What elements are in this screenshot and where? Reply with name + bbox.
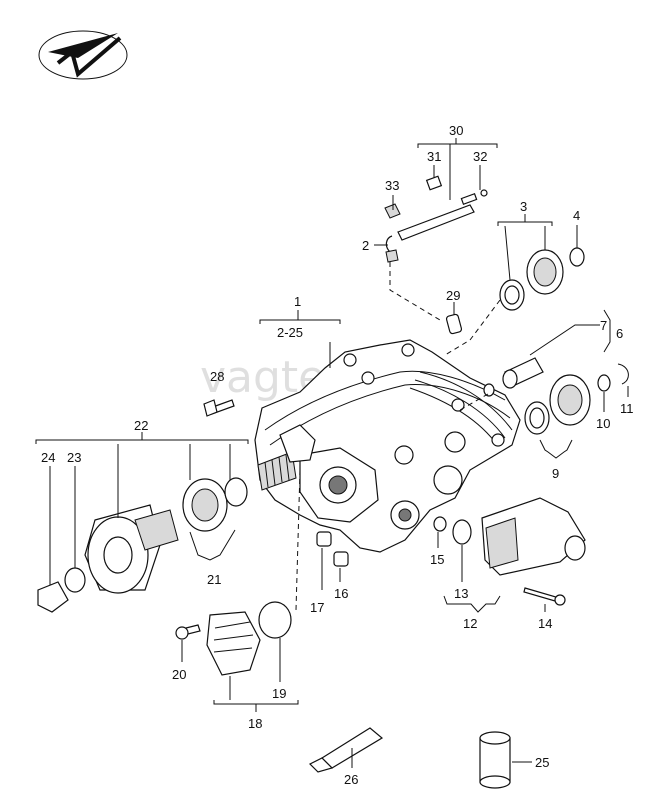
callout-25: 25 bbox=[535, 755, 549, 770]
pin-29 bbox=[445, 313, 463, 335]
callout-28: 28 bbox=[210, 369, 224, 384]
breather-assembly bbox=[384, 175, 488, 263]
oil-can-25 bbox=[479, 731, 511, 789]
callout-33: 33 bbox=[385, 178, 399, 193]
callout-24: 24 bbox=[41, 450, 55, 465]
callout-7: 7 bbox=[600, 318, 607, 333]
leader-lines bbox=[35, 138, 629, 768]
plugs bbox=[316, 531, 349, 567]
callout-19: 19 bbox=[272, 686, 286, 701]
callout-17: 17 bbox=[310, 600, 324, 615]
bolt-28 bbox=[203, 399, 235, 417]
callout-21: 21 bbox=[207, 572, 221, 587]
callout-31: 31 bbox=[427, 149, 441, 164]
sealant-tube-26 bbox=[308, 727, 384, 773]
callout-26: 26 bbox=[344, 772, 358, 787]
transfer-case-housing bbox=[254, 339, 521, 553]
callout-1: 1 bbox=[294, 294, 301, 309]
callout-23: 23 bbox=[67, 450, 81, 465]
check-plane-logo-icon bbox=[38, 30, 128, 80]
callout-labels: 30 31 32 33 2 3 4 29 1 2-25 7 6 28 10 11… bbox=[41, 123, 634, 787]
callout-2-25: 2-25 bbox=[277, 325, 303, 340]
callout-16: 16 bbox=[334, 586, 348, 601]
callout-30: 30 bbox=[449, 123, 463, 138]
callout-13: 13 bbox=[454, 586, 468, 601]
callout-3: 3 bbox=[520, 199, 527, 214]
callout-6: 6 bbox=[616, 326, 623, 341]
sensor-7 bbox=[483, 357, 544, 397]
callout-2: 2 bbox=[362, 238, 369, 253]
callout-20: 20 bbox=[172, 667, 186, 682]
seal-group-3 bbox=[499, 247, 585, 311]
actuator-motor bbox=[433, 497, 586, 606]
callout-29: 29 bbox=[446, 288, 460, 303]
seal-group-9 bbox=[524, 363, 629, 435]
callout-12: 12 bbox=[463, 616, 477, 631]
callout-14: 14 bbox=[538, 616, 552, 631]
callout-10: 10 bbox=[596, 416, 610, 431]
callout-9: 9 bbox=[552, 466, 559, 481]
callout-11: 11 bbox=[620, 401, 634, 416]
callout-18: 18 bbox=[248, 716, 262, 731]
callout-15: 15 bbox=[430, 552, 444, 567]
cover-group bbox=[175, 601, 292, 676]
callout-22: 22 bbox=[134, 418, 148, 433]
callout-4: 4 bbox=[573, 208, 580, 223]
callout-32: 32 bbox=[473, 149, 487, 164]
flange-group bbox=[37, 477, 248, 613]
